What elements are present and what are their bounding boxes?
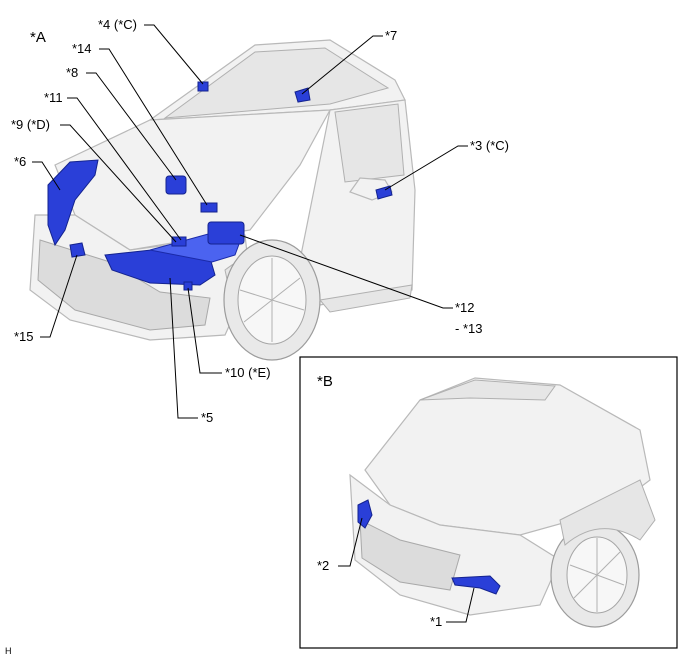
callout-5: *5 <box>201 410 213 425</box>
car-illustration-main <box>29 39 416 361</box>
labels-main: *A *4 (*C) *7 *14 *8 *11 *9 (*D) *3 (*C)… <box>11 17 509 425</box>
labels-inset: *2 *1 <box>317 558 442 629</box>
callout-1: *1 <box>430 614 442 629</box>
callout-2: *2 <box>317 558 329 573</box>
callout-10: *10 (*E) <box>225 365 271 380</box>
callout-15: *15 <box>14 329 34 344</box>
leader-lines-main <box>32 24 468 419</box>
car-illustration-inset <box>349 377 656 628</box>
callout-8: *8 <box>66 65 78 80</box>
callout-13: - *13 <box>455 321 482 336</box>
highlighted-components-main <box>47 81 393 291</box>
footer-code: H <box>5 646 12 656</box>
callout-6: *6 <box>14 154 26 169</box>
section-label-b: *B <box>317 373 333 390</box>
callout-9: *9 (*D) <box>11 117 50 132</box>
callout-11: *11 <box>44 90 63 105</box>
section-label-a: *A <box>30 29 46 46</box>
leader-lines-inset <box>338 517 475 623</box>
inset-frame-b <box>299 356 678 649</box>
callout-4: *4 (*C) <box>98 17 137 32</box>
callout-7: *7 <box>385 28 397 43</box>
callout-3: *3 (*C) <box>470 138 509 153</box>
callout-12: *12 <box>455 300 475 315</box>
callout-14: *14 <box>72 41 92 56</box>
